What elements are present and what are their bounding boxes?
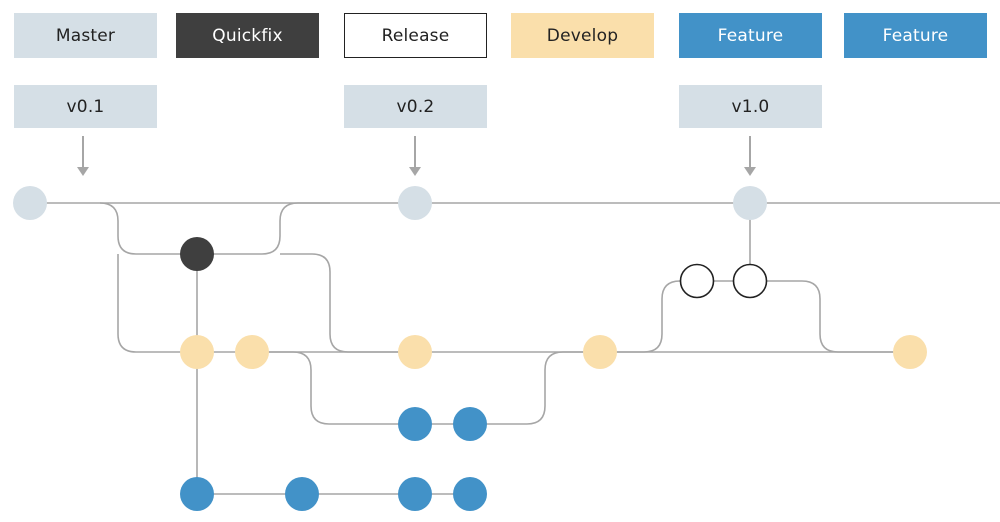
branch-edge-develop-to-release <box>600 280 697 353</box>
version-tag-label: v0.1 <box>66 96 105 117</box>
arrow-head <box>744 167 756 176</box>
legend-label: Master <box>55 25 116 46</box>
commit-node-feature2-g1[interactable] <box>180 477 214 511</box>
commit-node-develop-d2[interactable] <box>235 335 269 369</box>
legend-label: Feature <box>882 25 949 46</box>
arrow-head <box>409 167 421 176</box>
version-tag-label: v1.0 <box>731 96 770 117</box>
commit-node-feature2-g2[interactable] <box>285 477 319 511</box>
commit-node-develop-d1[interactable] <box>180 335 214 369</box>
commit-node-release-r1[interactable] <box>679 263 715 299</box>
branch-edge-master-to-develop <box>117 254 197 353</box>
commit-node-feature1-f1[interactable] <box>398 407 432 441</box>
commit-node-develop-d4[interactable] <box>583 335 617 369</box>
commit-node-master-m3[interactable] <box>733 186 767 220</box>
edge-layer <box>30 202 1000 495</box>
version-tag-v0.2[interactable]: v0.2 <box>344 85 487 128</box>
commit-node-feature2-g3[interactable] <box>398 477 432 511</box>
commit-node-master-m1[interactable] <box>13 186 47 220</box>
version-tag-v1.0[interactable]: v1.0 <box>679 85 822 128</box>
legend-label: Develop <box>546 25 619 46</box>
version-arrow-v0.1 <box>77 136 89 176</box>
legend-item-develop-3[interactable]: Develop <box>511 13 654 58</box>
commit-node-release-r2[interactable] <box>732 263 768 299</box>
legend-item-release-2[interactable]: Release <box>344 13 487 58</box>
legend-item-feature-4[interactable]: Feature <box>679 13 822 58</box>
commit-node-quickfix-q1[interactable] <box>180 237 214 271</box>
legend-item-feature-5[interactable]: Feature <box>844 13 987 58</box>
version-tag-label: v0.2 <box>396 96 435 117</box>
branch-edge-feature1-to-develop <box>470 351 600 425</box>
branch-edge-master-to-quickfix <box>99 202 197 255</box>
commit-node-develop-d5[interactable] <box>893 335 927 369</box>
branch-edge-develop-to-feature1 <box>252 351 415 425</box>
arrow-head <box>77 167 89 176</box>
legend-item-master-0[interactable]: Master <box>14 13 157 58</box>
version-tag-v0.1[interactable]: v0.1 <box>14 85 157 128</box>
legend-label: Release <box>381 25 450 46</box>
legend-label: Feature <box>717 25 784 46</box>
branch-edge-quickfix-to-master <box>197 202 330 255</box>
version-arrow-v0.2 <box>409 136 421 176</box>
commit-node-master-m2[interactable] <box>398 186 432 220</box>
branch-edge-release-to-develop <box>750 280 910 353</box>
branch-edge-quickfix-down-right <box>280 253 415 353</box>
version-arrow-v1.0 <box>744 136 756 176</box>
legend-label: Quickfix <box>212 25 283 46</box>
commit-node-feature1-f2[interactable] <box>453 407 487 441</box>
version-arrow-layer <box>77 136 756 176</box>
legend-item-quickfix-1[interactable]: Quickfix <box>176 13 319 58</box>
commit-node-layer <box>13 186 927 511</box>
commit-node-feature2-g4[interactable] <box>453 477 487 511</box>
commit-node-develop-d3[interactable] <box>398 335 432 369</box>
